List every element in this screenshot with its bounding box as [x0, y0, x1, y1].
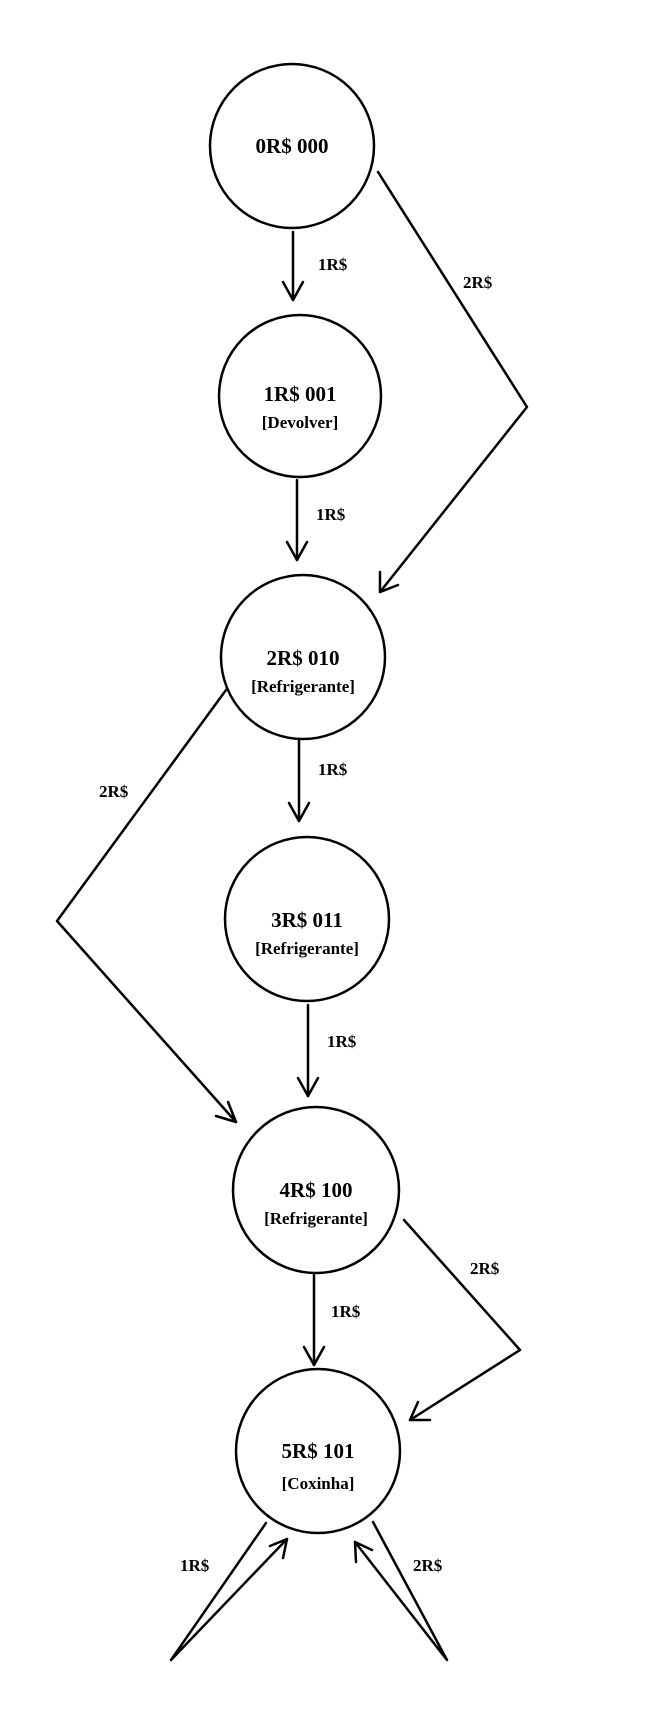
arrowhead-icon — [378, 570, 400, 594]
edge-label-s0-s1: 1R$ — [318, 255, 348, 274]
edge-line — [402, 1218, 522, 1422]
transition-s0-s2 — [376, 170, 529, 594]
transition-s1-s2 — [285, 478, 309, 562]
state-node-s1: 1R$ 001 [Devolver] — [217, 313, 383, 479]
state-circle — [219, 573, 387, 741]
edge-line — [55, 688, 238, 1124]
state-output: [Refrigerante] — [251, 677, 355, 696]
state-circle — [223, 835, 391, 1003]
state-node-s3: 3R$ 011 [Refrigerante] — [223, 835, 391, 1003]
arrowhead-icon — [285, 540, 309, 562]
edge-label-s5-self-1: 1R$ — [180, 1556, 210, 1575]
arrowhead-icon — [408, 1400, 432, 1422]
transition-s2-s3 — [287, 739, 311, 823]
state-name: 4R$ 100 — [280, 1178, 353, 1202]
edge-label-s2-s3: 1R$ — [318, 760, 348, 779]
transition-s5-self-2 — [353, 1520, 449, 1662]
arrowhead-icon — [302, 1345, 326, 1367]
transition-s0-s1 — [281, 230, 305, 302]
state-output: [Refrigerante] — [264, 1209, 368, 1228]
edge-label-s1-s2: 1R$ — [316, 505, 346, 524]
transition-s4-s5 — [302, 1273, 326, 1367]
state-output: [Devolver] — [262, 413, 338, 432]
state-circle — [231, 1105, 401, 1275]
edge-label-s5-self-2: 2R$ — [413, 1556, 443, 1575]
transition-s3-s4 — [296, 1003, 320, 1098]
state-name: 5R$ 101 — [282, 1439, 355, 1463]
arrowhead-icon — [353, 1540, 374, 1564]
state-node-s2: 2R$ 010 [Refrigerante] — [219, 573, 387, 741]
edge-line — [376, 170, 529, 594]
state-name: 2R$ 010 — [267, 646, 340, 670]
transition-s5-self-1 — [169, 1521, 289, 1662]
state-circle — [234, 1367, 402, 1535]
edge-label-s4-s5-1: 1R$ — [331, 1302, 361, 1321]
state-name: 0R$ 000 — [256, 134, 329, 158]
transition-s4-s5-alt — [402, 1218, 522, 1422]
arrowhead-icon — [281, 280, 305, 302]
arrowhead-icon — [268, 1537, 289, 1560]
state-node-s0: 0R$ 000 — [208, 62, 376, 230]
state-node-s5: 5R$ 101 [Coxinha] — [234, 1367, 402, 1535]
state-output: [Coxinha] — [282, 1474, 355, 1493]
edge-label-s0-s2: 2R$ — [463, 273, 493, 292]
state-node-s4: 4R$ 100 [Refrigerante] — [231, 1105, 401, 1275]
arrowhead-icon — [287, 801, 311, 823]
arrowhead-icon — [214, 1100, 238, 1124]
edge-line — [169, 1521, 289, 1662]
edge-label-s2-s4: 2R$ — [99, 782, 129, 801]
state-name: 1R$ 001 — [264, 382, 337, 406]
state-circle — [208, 62, 376, 230]
state-output: [Refrigerante] — [255, 939, 359, 958]
edge-label-s3-s4: 1R$ — [327, 1032, 357, 1051]
transition-s2-s4 — [55, 688, 238, 1124]
state-circle — [217, 313, 383, 479]
edge-line — [353, 1520, 449, 1662]
arrowhead-icon — [296, 1076, 320, 1098]
edge-label-s4-s5-2: 2R$ — [470, 1259, 500, 1278]
state-name: 3R$ 011 — [271, 908, 343, 932]
